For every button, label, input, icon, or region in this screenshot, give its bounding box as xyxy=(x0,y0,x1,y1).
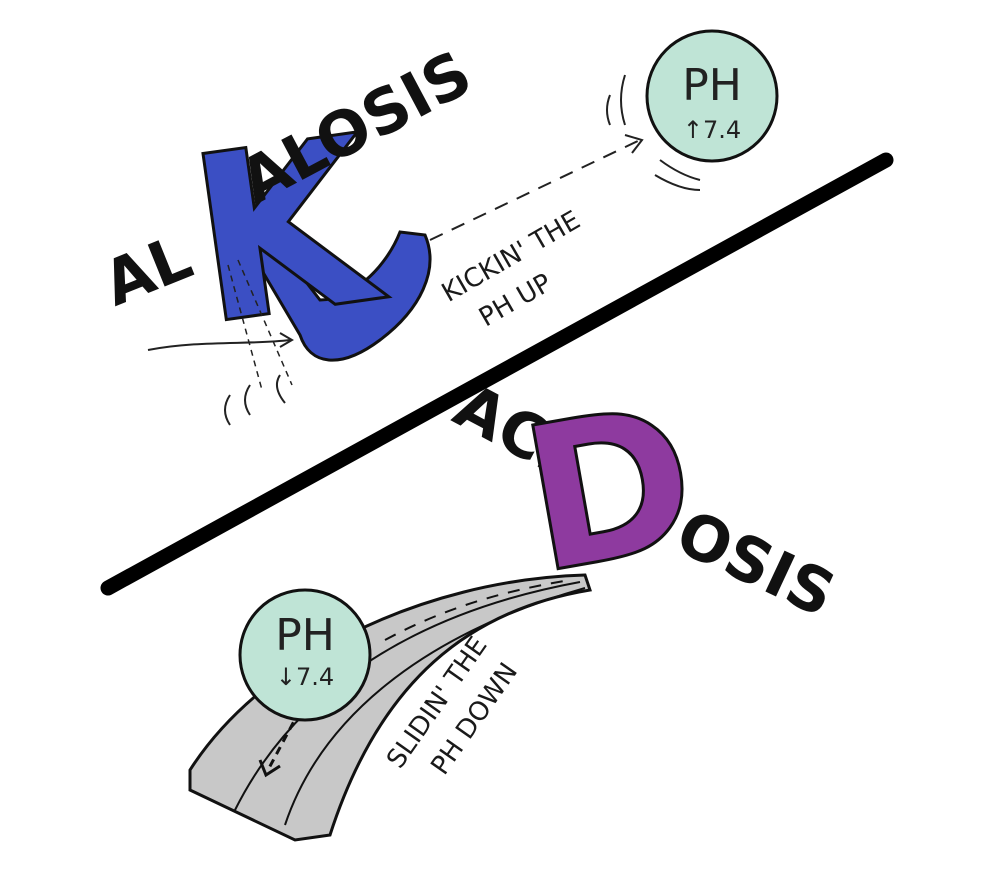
ph-circle-low: PH ↓7.4 xyxy=(238,588,372,722)
acidosis-big-d: D xyxy=(508,361,712,619)
ph-value: ↑7.4 xyxy=(683,116,741,144)
trajectory-up xyxy=(429,139,641,241)
alkalosis-big-k: K xyxy=(176,87,397,377)
ph-value: ↓7.4 xyxy=(276,663,334,691)
motion-marks xyxy=(224,374,286,426)
road xyxy=(188,573,592,842)
arrowhead-icon xyxy=(279,332,294,348)
trajectory-down xyxy=(266,709,302,771)
motion-marks xyxy=(606,74,701,191)
divider-line xyxy=(100,152,894,596)
motion-arrow xyxy=(147,339,291,351)
ph-label: PH xyxy=(682,60,742,111)
swing-lines xyxy=(227,259,293,391)
arrowhead-icon xyxy=(258,759,281,778)
road-center-line xyxy=(384,579,571,641)
ph-label: PH xyxy=(275,610,335,661)
acidosis-suffix: OSIS xyxy=(666,495,846,631)
ph-circle-high: PH ↑7.4 xyxy=(645,29,779,163)
alkalosis-prefix: AL xyxy=(93,220,201,320)
kicking-foot xyxy=(235,223,432,362)
